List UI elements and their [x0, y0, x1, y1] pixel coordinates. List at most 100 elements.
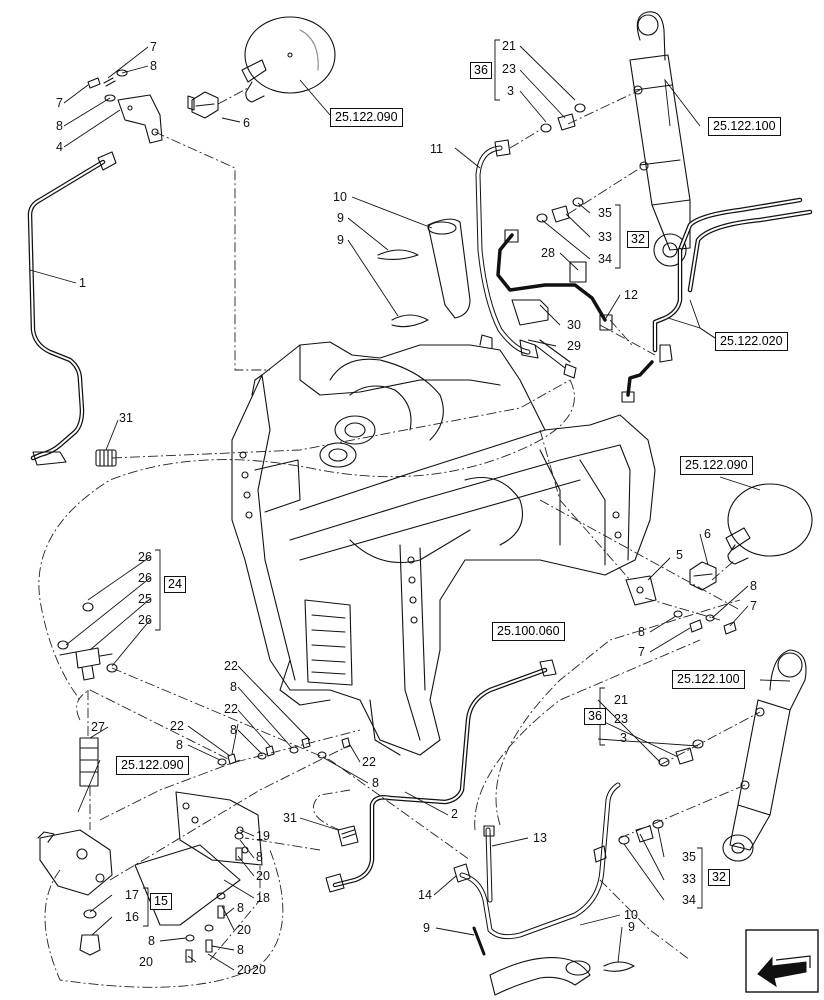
fasteners-7-8-top	[87, 69, 128, 102]
callout-label: 8	[237, 943, 244, 957]
fittings-35-33-34-bottom	[618, 819, 664, 845]
callout-label: 27	[91, 720, 105, 734]
callout-label: 35	[682, 850, 696, 864]
group-box[interactable]: 24	[164, 576, 186, 593]
callout-label: 12	[624, 288, 638, 302]
reference-box[interactable]: 25.100.060	[492, 622, 565, 641]
callout-label: 8	[372, 776, 379, 790]
accumulator-right	[725, 483, 813, 565]
callout-label: 8	[638, 625, 645, 639]
callout-label: 35	[598, 206, 612, 220]
pipe-12-and-clamp	[496, 229, 613, 379]
callout-label: 8	[256, 850, 263, 864]
valve-6-right	[689, 561, 717, 591]
reference-box[interactable]: 25.122.090	[116, 756, 189, 775]
callout-label: 16	[125, 910, 139, 924]
callout-label: 29	[567, 339, 581, 353]
reference-box[interactable]: 25.122.100	[708, 117, 781, 136]
fittings-35-33-34-top	[536, 197, 584, 223]
callout-label: 8	[150, 59, 157, 73]
reference-box[interactable]: 25.122.090	[680, 456, 753, 475]
callout-label: 22	[224, 659, 238, 673]
callout-label: 23	[614, 712, 628, 726]
callout-label: 2	[451, 807, 458, 821]
callout-label: 20	[252, 963, 266, 977]
callout-label: 5	[676, 548, 683, 562]
group-box[interactable]: 36	[470, 62, 492, 79]
callout-label: 33	[598, 230, 612, 244]
callout-label: 26	[138, 571, 152, 585]
plate-18	[134, 844, 241, 926]
callout-label: 3	[620, 731, 627, 745]
next-page-arrow-icon[interactable]	[745, 929, 819, 993]
callout-label: 25	[138, 592, 152, 606]
valve-block	[37, 829, 113, 896]
reference-box[interactable]: 25.122.090	[330, 108, 403, 127]
callout-label: 31	[283, 811, 297, 825]
callout-label: 7	[750, 599, 757, 613]
callout-label: 19	[256, 829, 270, 843]
hydraulic-cylinder-top	[629, 11, 691, 267]
callout-label: 6	[243, 116, 250, 130]
callout-label: 20	[237, 923, 251, 937]
callout-label: 14	[418, 888, 432, 902]
group-brackets	[143, 39, 703, 927]
callout-label: 6	[704, 527, 711, 541]
reference-box[interactable]: 25.122.020	[715, 332, 788, 351]
callout-label: 1	[79, 276, 86, 290]
callout-label: 22	[362, 755, 376, 769]
assembly-centerlines	[38, 87, 761, 988]
callout-label: 21	[502, 39, 516, 53]
callout-label: 10	[333, 190, 347, 204]
callout-label: 23	[502, 62, 516, 76]
callout-label: 10	[624, 908, 638, 922]
callout-label: 11	[430, 142, 443, 156]
callout-label: 20	[256, 869, 270, 883]
callout-label: 4	[56, 140, 63, 154]
callout-label: 13	[533, 831, 547, 845]
hose-11	[475, 139, 531, 355]
valve-6-top	[187, 91, 219, 119]
callout-label: 18	[256, 891, 270, 905]
callout-label: 8	[237, 901, 244, 915]
hydraulic-cylinder-bottom	[722, 649, 807, 862]
fasteners-7-8-right	[673, 610, 737, 635]
callout-label: 7	[150, 40, 157, 54]
callout-label: 34	[682, 893, 696, 907]
callout-label: 7	[638, 645, 645, 659]
callout-label: 34	[598, 252, 612, 266]
pipe-1	[27, 151, 117, 466]
group-box[interactable]: 36	[584, 708, 606, 725]
group-box[interactable]: 32	[627, 231, 649, 248]
callout-label: 8	[148, 934, 155, 948]
callout-label: 26	[138, 613, 152, 627]
callout-label: 9	[628, 920, 635, 934]
axle-support-frame	[231, 334, 656, 756]
tee-fitting-25	[57, 602, 118, 681]
callout-label: 31	[119, 411, 133, 425]
callout-label: 8	[176, 738, 183, 752]
mounting-bracket-19	[175, 791, 263, 866]
hose-10-and-strap-9-bottom	[472, 926, 635, 996]
group-box[interactable]: 15	[150, 893, 172, 910]
bolts-20-washers-8-lower	[185, 832, 244, 963]
bracket-4	[117, 94, 163, 144]
callout-label: 20	[139, 955, 153, 969]
hose-10-and-straps-9-top	[377, 218, 471, 328]
callout-label: 21	[614, 693, 628, 707]
callout-label: 8	[230, 723, 237, 737]
callout-label: 8	[56, 119, 63, 133]
callout-label: 30	[567, 318, 581, 332]
callout-label: 33	[682, 872, 696, 886]
fittings-21-23-3-top	[540, 103, 586, 133]
pipe-2	[325, 659, 557, 893]
fitting-16-17	[79, 909, 101, 956]
leader-lines	[29, 45, 791, 971]
hose-pipes-25-122-020	[621, 197, 813, 403]
accumulator-top	[241, 16, 336, 103]
reference-box[interactable]: 25.122.100	[672, 670, 745, 689]
group-box[interactable]: 32	[708, 869, 730, 886]
callout-label: 22	[170, 719, 184, 733]
hose-13-and-14	[453, 782, 621, 940]
callout-label: 3	[507, 84, 514, 98]
